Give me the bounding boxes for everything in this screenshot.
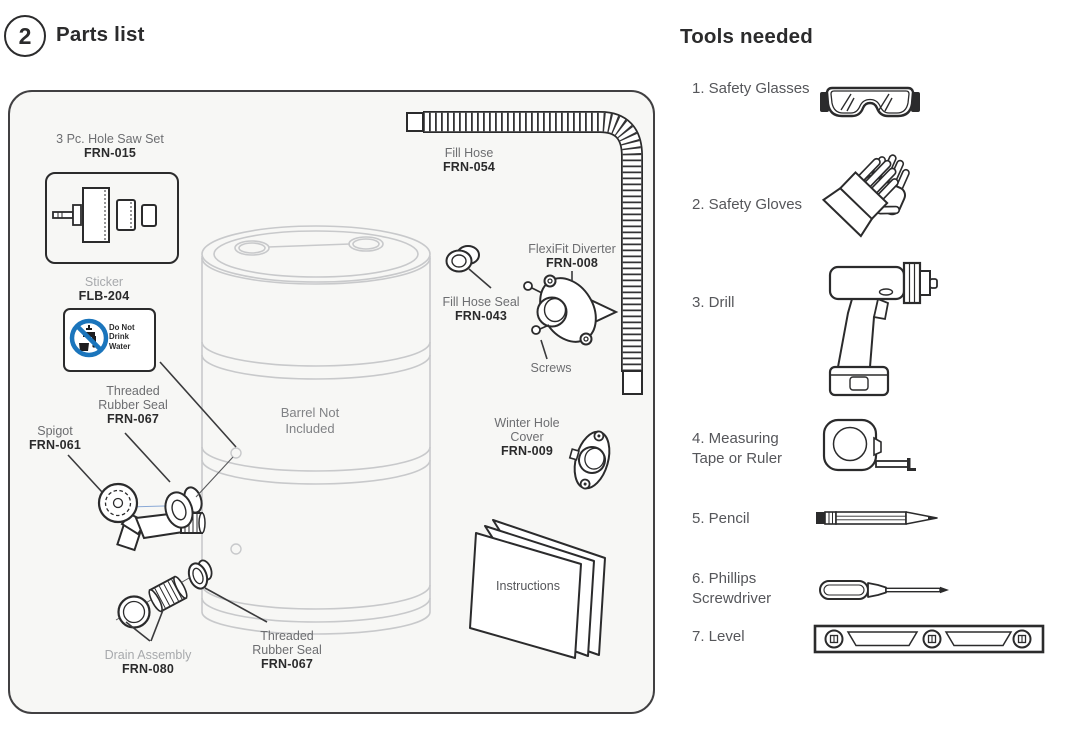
part-label-instructions: Instructions [478,579,578,593]
part-label-flexifit-diverter: FlexiFit Diverter FRN-008 [512,242,632,270]
part-code: FRN-080 [121,662,175,676]
part-name: Winter Hole Cover [494,416,560,444]
part-code: FRN-008 [545,256,599,270]
tool-label-phillips-screwdriver: 6. Phillips Screwdriver [692,570,772,607]
part-label-hole-saw-set: 3 Pc. Hole Saw Set FRN-015 [30,132,190,160]
part-name: Instructions [496,579,560,593]
part-code: FRN-009 [500,444,554,458]
part-label-threaded-rubber-seal-top: Threaded Rubber Seal FRN-067 [73,384,193,426]
part-code: FRN-067 [260,657,314,671]
part-name: Drain Assembly [104,648,192,662]
part-name: Threaded Rubber Seal [252,629,322,657]
safety-gloves-icon [821,154,910,238]
part-code: FRN-054 [442,160,496,174]
part-name: Threaded Rubber Seal [98,384,168,412]
tool-label-pencil: 5. Pencil [692,510,750,527]
spigot-illustration [97,482,206,552]
part-label-fill-hose: Fill Hose FRN-054 [409,146,529,174]
part-name: 3 Pc. Hole Saw Set [56,132,164,146]
part-label-spigot: Spigot FRN-061 [15,424,95,452]
tool-label-safety-gloves: 2. Safety Gloves [692,196,803,213]
instructions-booklet-illustration [469,519,606,659]
tools-needed-title: Tools needed [680,25,814,48]
measuring-tape-icon [822,418,916,472]
part-name: Spigot [37,424,73,438]
fill-hose-illustration [406,111,643,395]
part-label-winter-hole-cover: Winter Hole Cover FRN-009 [467,416,587,458]
do-not-drink-sticker: Do Not Drink Water [63,308,156,372]
part-label-screws: Screws [511,361,591,375]
tool-label-level: 7. Level [692,628,745,645]
no-drinking-water-icon [69,318,109,358]
threaded-rubber-seal-top-illustration [164,486,203,529]
part-name: Fill Hose Seal [442,295,520,309]
fill-hose-seal-illustration [445,245,480,273]
part-label-fill-hose-seal: Fill Hose Seal FRN-043 [421,295,541,323]
pencil-icon [816,511,938,525]
part-label-sticker: Sticker FLB-204 [44,275,164,303]
tool-label-measuring-tape: 4. Measuring Tape or Ruler [692,430,783,467]
safety-glasses-icon [820,86,920,118]
drill-icon [828,261,938,397]
part-name: Screws [530,361,572,375]
part-name: Fill Hose [444,146,494,160]
part-name: Sticker [84,275,124,289]
part-code: FRN-061 [28,438,82,452]
part-code: FLB-204 [78,289,130,303]
barrel-note: Barrel Not Included [280,405,340,437]
hole-saw-box [45,172,179,264]
step-number: 2 [18,22,32,49]
part-code: FRN-015 [83,146,137,160]
sticker-warning-text: Do Not Drink Water [109,323,135,351]
part-label-threaded-rubber-seal-bottom: Threaded Rubber Seal FRN-067 [227,629,347,671]
tool-label-drill: 3. Drill [692,294,735,311]
part-name: FlexiFit Diverter [528,242,616,256]
parts-list-title: Parts list [56,23,145,46]
part-code: FRN-067 [106,412,160,426]
phillips-screwdriver-icon [819,580,949,600]
part-label-drain-assembly: Drain Assembly FRN-080 [88,648,208,676]
part-code: FRN-043 [454,309,508,323]
drain-assembly-illustration [115,559,213,629]
winter-hole-cover-illustration [568,430,611,490]
step-number-badge: 2 [4,15,46,57]
screw-icon [523,281,550,335]
flexifit-diverter-illustration [523,274,619,346]
tool-label-safety-glasses: 1. Safety Glasses [692,80,810,97]
barrel-illustration [201,225,431,635]
hole-saw-set-illustration [52,187,157,243]
level-icon [813,624,1045,654]
